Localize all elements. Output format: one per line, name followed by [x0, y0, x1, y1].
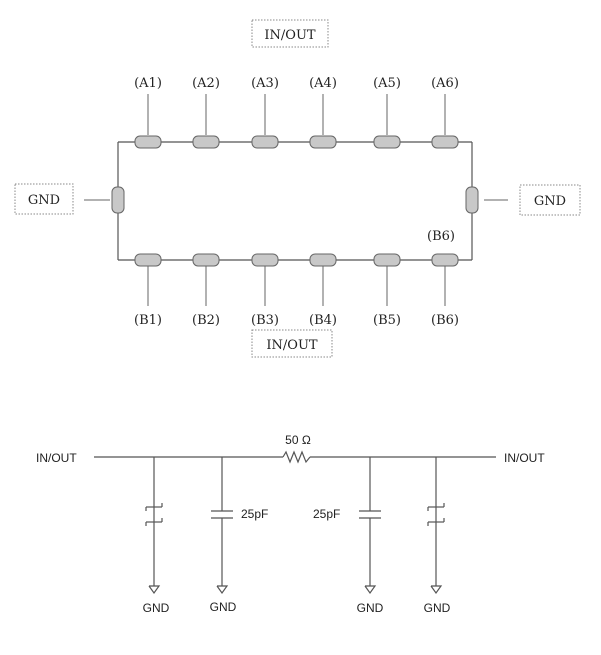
- gnd-label-4: GND: [424, 601, 451, 615]
- top-pin-label: (A5): [373, 76, 401, 91]
- top-pin-label: (A1): [134, 76, 162, 91]
- top-inout-label: IN/OUT: [264, 28, 316, 43]
- bottom-pin-label: (B6): [431, 313, 459, 328]
- gnd-label-1: GND: [143, 601, 170, 615]
- top-pin-a2: (A2): [192, 76, 220, 149]
- inner-pin-label-b6: (B6): [427, 229, 455, 244]
- top-pin-a5: (A5): [373, 76, 401, 149]
- gnd-label-2: GND: [210, 600, 237, 614]
- circuit-out-label: IN/OUT: [504, 451, 545, 465]
- bottom-pin-label: (B1): [134, 313, 162, 328]
- resistor-symbol: [282, 450, 311, 464]
- bottom-pin-label: (B5): [373, 313, 401, 328]
- capacitor-right: [359, 457, 381, 595]
- package-outline: [117, 141, 473, 261]
- bottom-inout-label: IN/OUT: [266, 338, 318, 353]
- capacitor-left: [211, 457, 233, 595]
- top-pin-a4: (A4): [309, 76, 337, 149]
- gnd-label-3: GND: [357, 601, 384, 615]
- top-inout-box: [251, 19, 329, 48]
- top-pin-label: (A6): [431, 76, 459, 91]
- bottom-pin-label: (B4): [309, 313, 337, 328]
- bottom-pin-b2: (B2): [192, 253, 220, 328]
- right-gnd-pad: [465, 186, 479, 214]
- bottom-pin-b3: (B3): [251, 253, 279, 328]
- top-pin-label: (A2): [192, 76, 220, 91]
- tvs-diode-left: [145, 457, 163, 595]
- resistor-label: 50 Ω: [285, 433, 311, 447]
- bottom-pin-label: (B3): [251, 313, 279, 328]
- left-gnd-label: GND: [28, 193, 60, 208]
- left-gnd-box: [14, 183, 74, 215]
- capacitor-left-label: 25pF: [241, 507, 268, 521]
- top-pin-a1: (A1): [134, 76, 162, 149]
- tvs-diode-right: [427, 457, 445, 595]
- left-gnd-pad: [111, 186, 125, 214]
- right-gnd-label: GND: [534, 194, 566, 209]
- bottom-pin-b5: (B5): [373, 253, 401, 328]
- bottom-pin-b4: (B4): [309, 253, 337, 328]
- circuit-in-label: IN/OUT: [36, 451, 77, 465]
- top-pin-a3: (A3): [251, 76, 279, 149]
- top-pin-label: (A3): [251, 76, 279, 91]
- top-pin-label: (A4): [309, 76, 337, 91]
- capacitor-right-label: 25pF: [313, 507, 340, 521]
- bottom-pin-b6: (B6): [431, 253, 459, 328]
- bottom-pin-b1: (B1): [134, 253, 162, 328]
- right-gnd-box: [519, 184, 581, 216]
- bottom-pin-label: (B2): [192, 313, 220, 328]
- top-pin-a6: (A6): [431, 76, 459, 149]
- bottom-inout-box: [251, 329, 333, 358]
